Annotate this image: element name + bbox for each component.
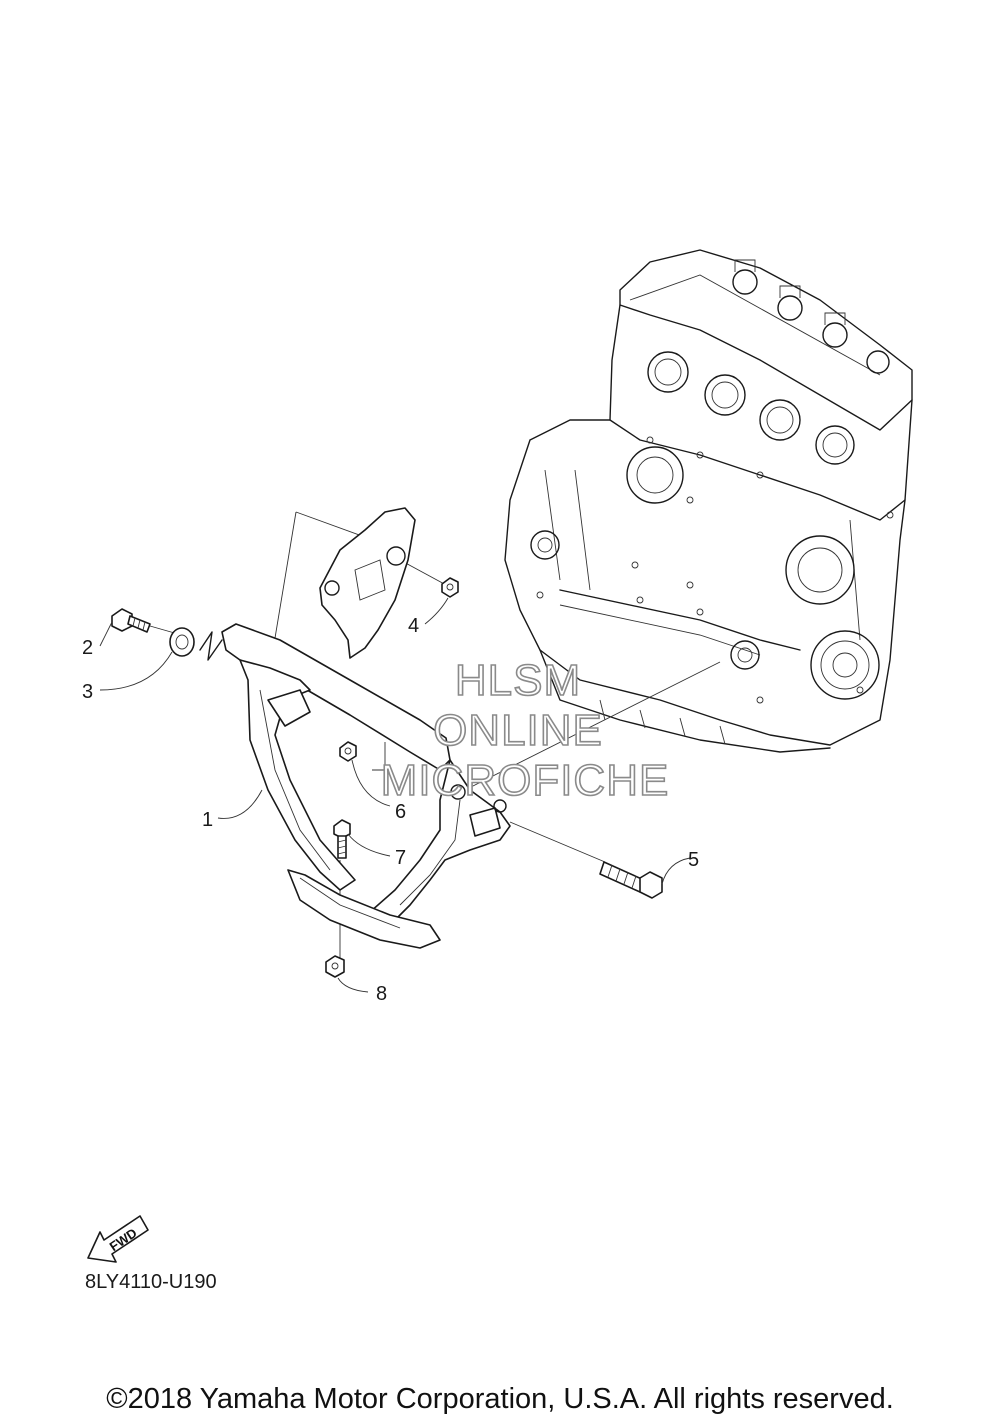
bolt-part-7[interactable] bbox=[333, 819, 351, 859]
nut-part-4[interactable] bbox=[441, 577, 459, 598]
watermark-line-2: ONLINE bbox=[433, 706, 603, 755]
watermark-line-1: HLSM bbox=[455, 656, 581, 705]
callout-5: 5 bbox=[688, 849, 699, 871]
collar-part-3[interactable] bbox=[169, 627, 195, 657]
callout-7: 7 bbox=[395, 847, 406, 869]
callout-6: 6 bbox=[395, 801, 406, 823]
callout-4: 4 bbox=[408, 615, 419, 637]
engine-mount-bracket[interactable] bbox=[319, 507, 416, 659]
callout-labels: 1 2 3 4 5 6 7 8 bbox=[82, 615, 699, 1005]
watermark: HLSM ONLINE MICROFICHE bbox=[380, 655, 670, 806]
forward-direction-icon: FWD bbox=[87, 1215, 149, 1263]
callout-3: 3 bbox=[82, 681, 93, 703]
diagram-code: 8LY4110-U190 bbox=[85, 1271, 217, 1293]
callout-1: 1 bbox=[202, 809, 213, 831]
callout-leaders bbox=[99, 597, 691, 993]
watermark-line-3: MICROFICHE bbox=[381, 756, 670, 805]
callout-8: 8 bbox=[376, 983, 387, 1005]
bolt-part-2[interactable] bbox=[111, 608, 151, 633]
engine-assembly-illustration bbox=[504, 249, 913, 753]
engine-guard-frame-part-1[interactable] bbox=[221, 623, 511, 949]
nut-part-8[interactable] bbox=[325, 955, 345, 978]
bolt-part-5[interactable] bbox=[599, 861, 663, 899]
copyright-notice: ©2018 Yamaha Motor Corporation, U.S.A. A… bbox=[106, 1383, 894, 1415]
nut-part-6[interactable] bbox=[339, 741, 357, 762]
callout-2: 2 bbox=[82, 637, 93, 659]
